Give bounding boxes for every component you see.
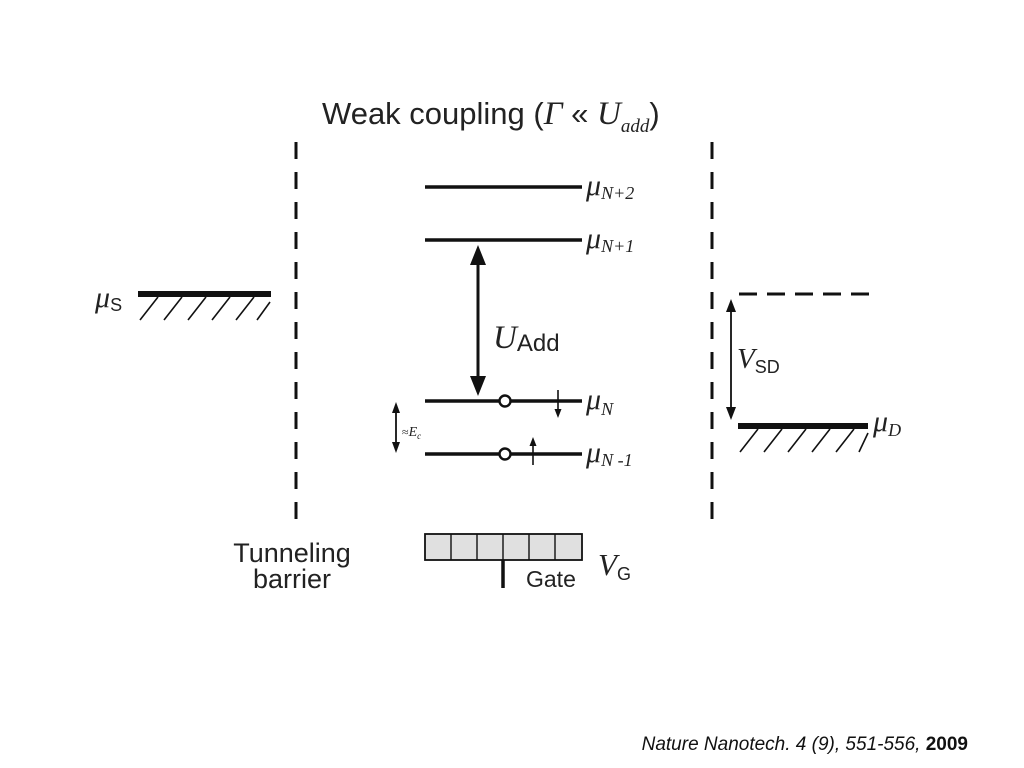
source-potential-label: μS [94,281,122,315]
spin-down-arrow-icon [554,409,562,418]
citation-journal: Nature Nanotech. 4 (9), 551-556, [641,734,926,755]
electron-circle-level-n [498,394,512,408]
gate-segments [450,534,556,560]
uadd-arrow-down-head [470,376,486,396]
drain-hatching [739,428,869,453]
diagram-title: Weak coupling (Γ « Uadd) [322,96,660,137]
level-label-n: μN [585,383,614,419]
uadd-label: UAdd [493,320,560,357]
ec-arrow-down-head [392,442,400,453]
level-label-n-plus-2: μN+2 [585,169,634,203]
electron-circle-level-n-minus-1 [498,447,512,461]
vsd-arrow-down-head [726,407,736,420]
citation-year: 2009 [925,734,968,755]
ec-label: ≈Ec [402,425,421,441]
spin-up-arrow-icon [529,437,537,446]
vsd-arrow-up-head [726,299,736,312]
uadd-arrow-up-head [470,245,486,265]
tunneling-barrier-label-line1: Tunneling [233,538,351,568]
gate-label: Gate [526,566,576,592]
gate-voltage-label: VG [598,547,631,584]
level-label-n-minus-1: μN -1 [585,436,633,470]
tunneling-barrier-label-line2: barrier [253,564,331,594]
ec-arrow-up-head [392,402,400,413]
level-label-n-plus-1: μN+1 [585,222,634,256]
vsd-label: VSD [737,343,780,377]
drain-potential-label: μD [872,405,901,440]
source-hatching [139,296,271,321]
citation: Nature Nanotech. 4 (9), 551-556, 2009 [642,734,968,756]
